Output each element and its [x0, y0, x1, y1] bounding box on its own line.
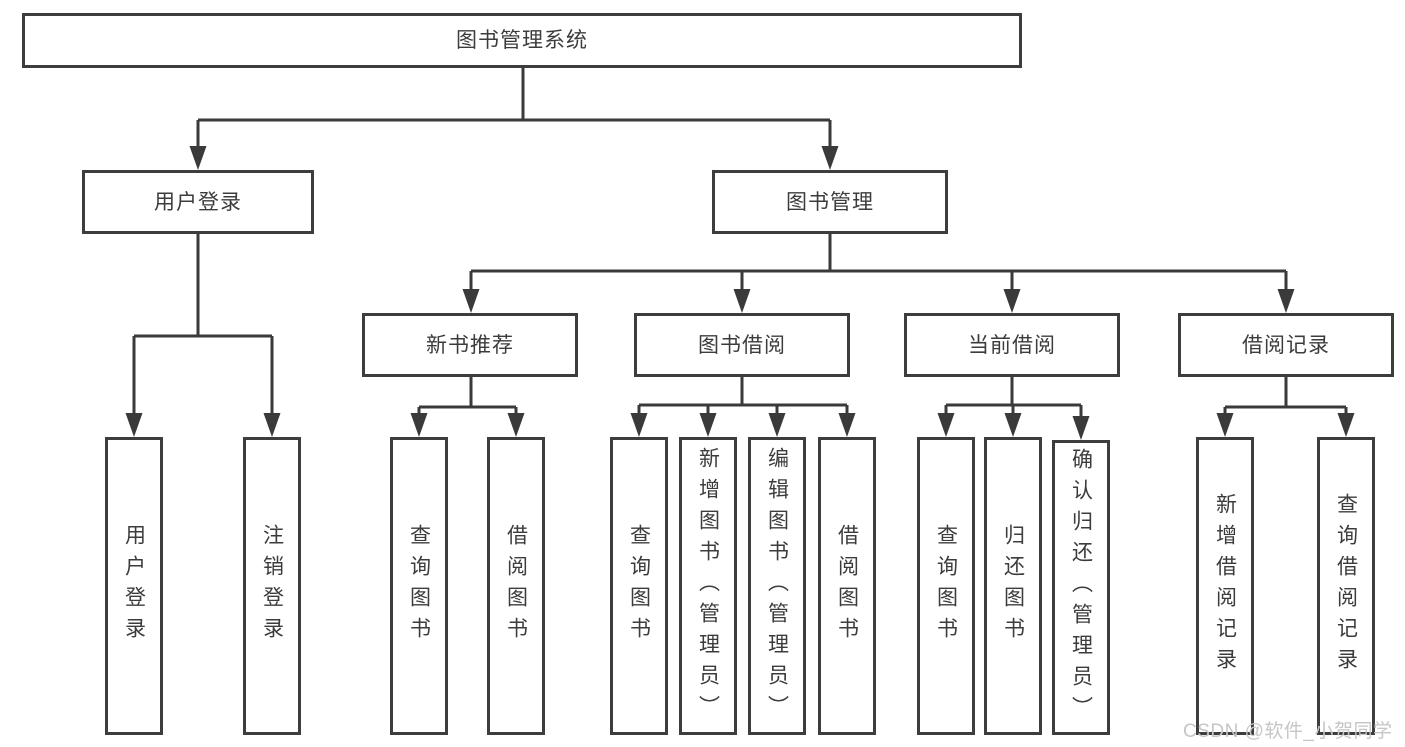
- node-user-login-label: 用户登录: [154, 190, 242, 214]
- leaf-query-books-borrow: 查询图书: [610, 437, 668, 735]
- leaf-edit-books-admin: 编辑图书（管理员）: [748, 437, 806, 735]
- node-root-label: 图书管理系统: [456, 29, 588, 52]
- leaf-query-books-recommend: 查询图书: [390, 437, 448, 735]
- node-borrow-records-label: 借阅记录: [1242, 333, 1330, 357]
- leaf-query-borrow-record: 查询借阅记录: [1317, 437, 1375, 735]
- node-book-management-label: 图书管理: [786, 190, 874, 214]
- leaf-logout: 注销登录: [243, 437, 301, 735]
- leaf-add-books-admin: 新增图书（管理员）: [679, 437, 737, 735]
- leaf-add-borrow-record: 新增借阅记录: [1196, 437, 1254, 735]
- leaf-query-books-current: 查询图书: [917, 437, 975, 735]
- leaf-confirm-return-admin: 确认归还（管理员）: [1052, 440, 1110, 735]
- node-book-management: 图书管理: [712, 170, 948, 234]
- node-new-book-recommend-label: 新书推荐: [426, 333, 514, 357]
- node-current-borrow-label: 当前借阅: [968, 333, 1056, 357]
- leaf-user-login: 用户登录: [105, 437, 163, 735]
- node-current-borrow: 当前借阅: [904, 313, 1120, 377]
- node-root-library-system: 图书管理系统: [22, 13, 1022, 68]
- leaf-borrow-books: 借阅图书: [818, 437, 876, 735]
- node-user-login: 用户登录: [82, 170, 314, 234]
- node-borrow-records: 借阅记录: [1178, 313, 1394, 377]
- node-new-book-recommend: 新书推荐: [362, 313, 578, 377]
- leaf-return-books: 归还图书: [984, 437, 1042, 735]
- node-book-borrow-label: 图书借阅: [698, 333, 786, 357]
- csdn-watermark: CSDN @软件_小贺同学: [1183, 721, 1393, 742]
- node-book-borrow: 图书借阅: [634, 313, 850, 377]
- leaf-borrow-books-recommend: 借阅图书: [487, 437, 545, 735]
